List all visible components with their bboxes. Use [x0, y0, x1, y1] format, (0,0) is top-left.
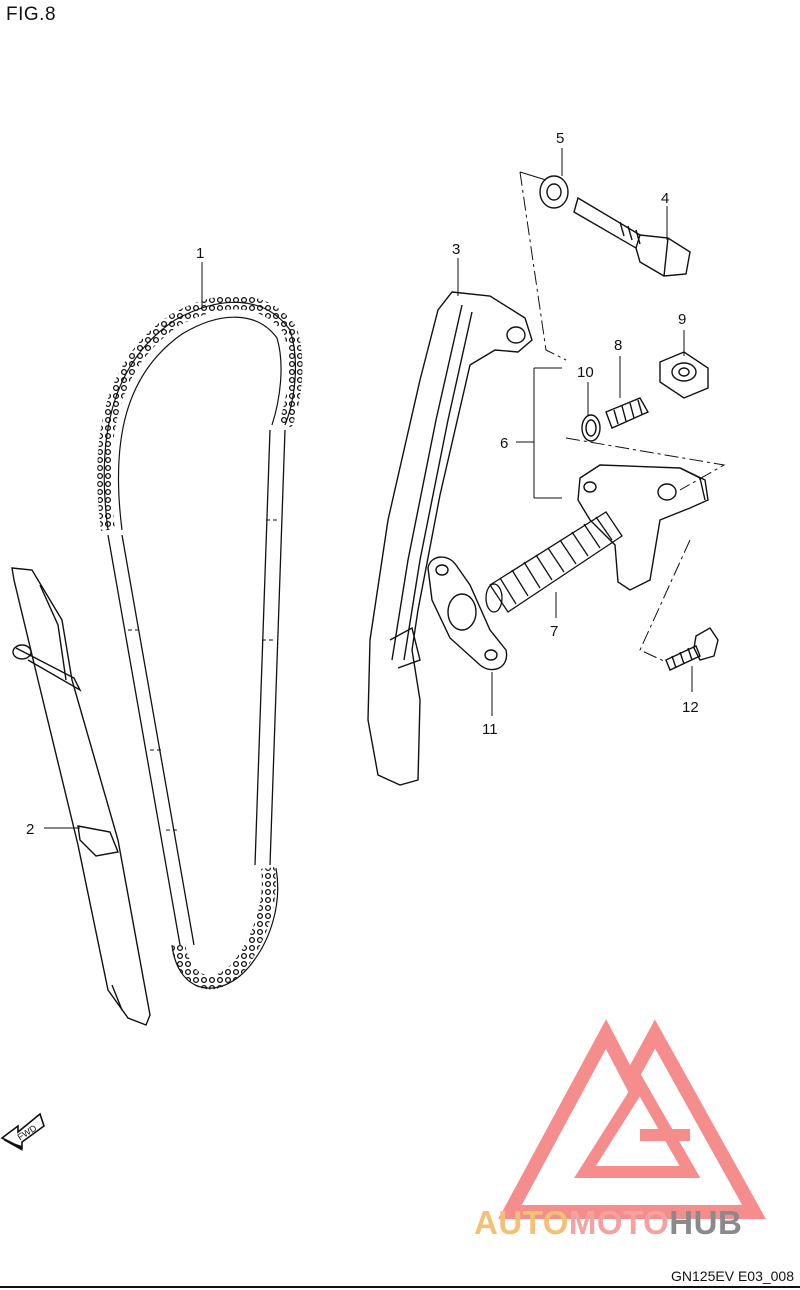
watermark-logo-icon	[498, 1019, 766, 1219]
callout-3: 3	[452, 241, 460, 258]
callout-6: 6	[500, 435, 508, 452]
callout-12: 12	[682, 699, 699, 716]
callout-5: 5	[556, 130, 564, 147]
chain-tensioner-guide	[367, 291, 533, 786]
forward-arrow-icon: FWD	[0, 1112, 45, 1151]
figure-title: FIG.8	[6, 4, 57, 25]
adjuster-spring-8	[605, 397, 649, 429]
cam-chain	[97, 295, 303, 990]
callout-9: 9	[678, 311, 686, 328]
callout-labels: 1 2 3 4 5 6 7 8 9 10 11 12	[26, 130, 699, 838]
tensioner-gasket-11	[427, 556, 508, 671]
callout-11: 11	[482, 721, 498, 738]
leader-lines	[44, 148, 726, 829]
tensioner-bolt-12	[665, 627, 719, 671]
watermark-text: AUTOMOTOHUB	[474, 1204, 742, 1242]
callout-7: 7	[550, 623, 558, 640]
diagram-code: GN125EV E03_008	[671, 1268, 794, 1284]
callout-1: 1	[196, 245, 204, 262]
callout-4: 4	[661, 190, 669, 207]
o-ring-10	[581, 414, 601, 442]
chain-guide-rear	[11, 567, 151, 1026]
tensioner-spring-7	[485, 511, 623, 613]
watermark-auto: AUTO	[474, 1204, 569, 1241]
watermark-moto: MOTO	[568, 1204, 670, 1241]
washer-5	[539, 175, 569, 209]
callout-8: 8	[614, 337, 622, 354]
cap-nut-9	[659, 351, 709, 399]
chain-tensioner-body	[577, 464, 709, 591]
tensioner-guide-bolt	[573, 196, 691, 277]
watermark-hub: HUB	[669, 1204, 743, 1241]
callout-10: 10	[577, 364, 594, 381]
callout-2: 2	[26, 821, 34, 838]
